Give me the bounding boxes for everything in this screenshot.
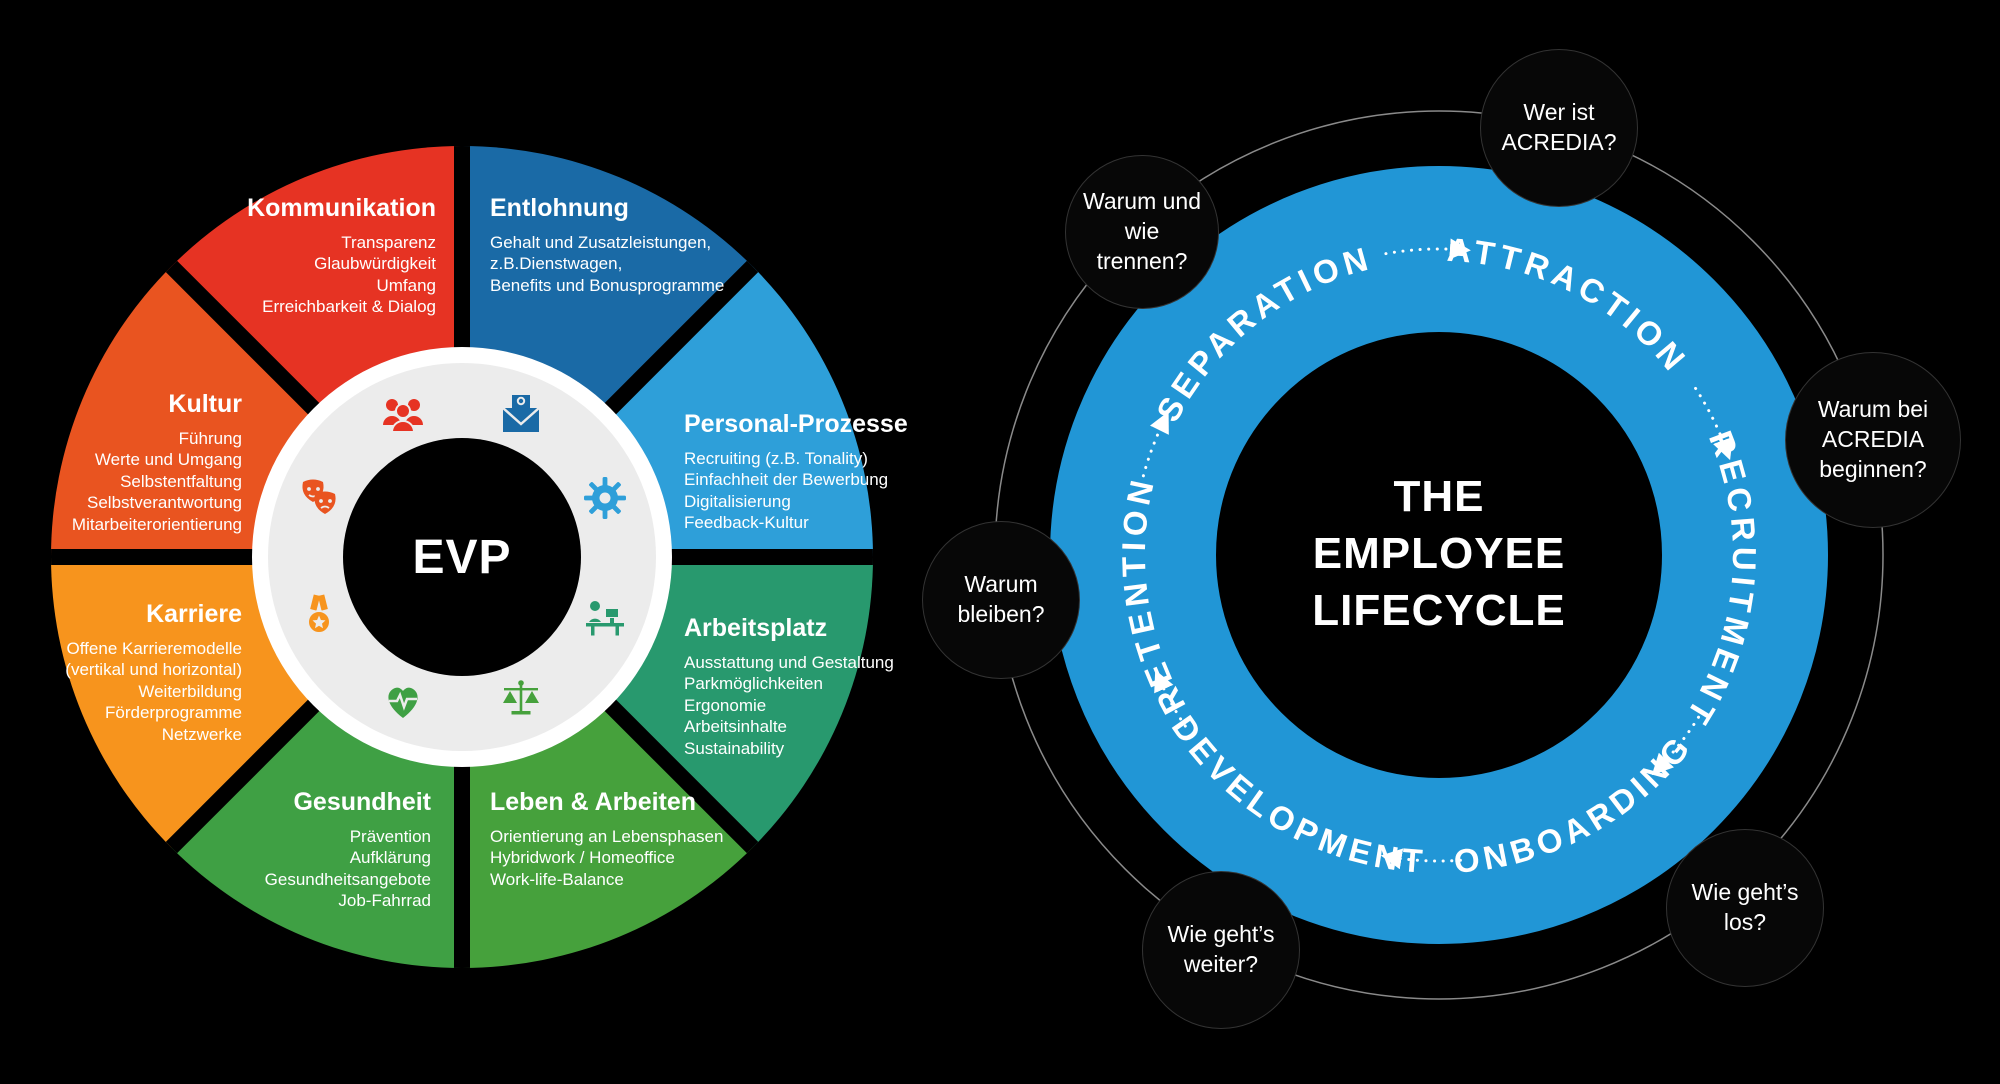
segment-item: Orientierung an Lebensphasen xyxy=(490,827,724,846)
lifecycle-title-line: LIFECYCLE xyxy=(1312,586,1566,636)
segment-item: Recruiting (z.B. Tonality) xyxy=(684,449,868,468)
heart-pulse-icon xyxy=(388,687,418,719)
evp-center: EVP xyxy=(343,438,581,676)
segment-title: Entlohnung xyxy=(490,194,629,222)
gear-icon xyxy=(584,476,627,519)
segment-title: Kommunikation xyxy=(247,194,436,222)
envelope-icon xyxy=(502,392,541,432)
segment-kommunikation: Kommunikation Transparenz Glaubwürdigkei… xyxy=(180,194,436,318)
arrow-onboarding-development xyxy=(1380,848,1462,870)
segment-title: Gesundheit xyxy=(293,788,431,816)
segment-item: Erreichbarkeit & Dialog xyxy=(262,297,436,317)
segment-item: Einfachheit der Bewerbung xyxy=(684,470,889,490)
segment-item: Weiterbildung xyxy=(138,681,242,701)
segment-item: Benefits und Bonusprogramme xyxy=(490,275,725,295)
lifecycle-title-line: EMPLOYEE xyxy=(1312,529,1566,579)
question-bubble-why-stay: Warum bleiben? xyxy=(922,521,1080,679)
question-text: Warum bei ACREDIA beginnen? xyxy=(1817,396,1929,482)
segment-item: Parkmöglichkeiten xyxy=(684,674,823,694)
segment-personal-prozesse: Personal-Prozesse Recruiting (z.B. Tonal… xyxy=(684,410,924,534)
scales-icon xyxy=(503,680,540,715)
segment-item: Digitalisierung xyxy=(684,491,791,511)
lifecycle-title-line: THE xyxy=(1393,472,1485,521)
segment-arbeitsplatz: Arbeitsplatz Ausstattung und Gestaltung … xyxy=(684,614,924,759)
segment-item: Förderprogramme xyxy=(105,703,242,723)
segment-item: Gehalt und Zusatzleistungen, xyxy=(490,233,712,252)
segment-item: Transparenz xyxy=(341,233,436,252)
cycle-arrows xyxy=(1141,238,1733,870)
segment-kultur: Kultur Führung Werte und Umgang Selbsten… xyxy=(40,390,242,535)
segment-item: z.B.Dienstwagen, xyxy=(490,254,623,274)
segment-item: Feedback-Kultur xyxy=(684,513,809,533)
question-bubble-who-is-acredia: Wer ist ACREDIA? xyxy=(1480,49,1638,207)
medal-icon xyxy=(306,594,331,635)
group-icon xyxy=(382,398,423,433)
segment-item: Arbeitsinhalte xyxy=(684,717,788,737)
segment-item: Umfang xyxy=(376,275,436,295)
segment-item: Gesundheitsangebote xyxy=(264,869,431,889)
segment-item: Mitarbeiterorientierung xyxy=(71,514,242,534)
lifecycle-ring xyxy=(1050,166,1828,944)
segment-item: Sustainability xyxy=(684,738,785,758)
segment-item: Ausstattung und Gestaltung xyxy=(684,653,894,672)
segment-item: Job-Fahrrad xyxy=(338,891,431,911)
segment-title: Leben & Arbeiten xyxy=(490,788,697,816)
theater-masks-icon xyxy=(302,479,336,514)
question-text: Wie geht’s los? xyxy=(1691,879,1799,935)
segment-title: Kultur xyxy=(168,390,242,418)
segment-item: Netzwerke xyxy=(161,724,242,744)
segment-item: Prävention xyxy=(349,827,431,846)
evp-wheel: EVP xyxy=(51,146,873,968)
segment-item: Selbstentfaltung xyxy=(120,471,242,491)
segment-item: Offene Karrieremodelle xyxy=(66,639,242,658)
segment-gesundheit: Gesundheit Prävention Aufklärung Gesundh… xyxy=(226,788,431,912)
segment-item: Werte und Umgang xyxy=(94,450,242,470)
segment-title: Personal-Prozesse xyxy=(684,410,908,438)
question-text: Wer ist ACREDIA? xyxy=(1501,99,1617,155)
segment-entlohnung: Entlohnung Gehalt und Zusatzleistungen, … xyxy=(490,194,770,296)
question-text: Wie geht’s weiter? xyxy=(1167,921,1275,977)
segment-item: Work-life-Balance xyxy=(490,869,624,889)
workstation-icon xyxy=(586,601,625,636)
arrow-development-retention xyxy=(1154,669,1187,728)
segment-karriere: Karriere Offene Karrieremodelle (vertika… xyxy=(36,600,242,745)
segment-title: Karriere xyxy=(146,600,242,628)
question-bubble-how-to-start: Wie geht’s los? xyxy=(1666,829,1824,987)
question-text: Warum und wie trennen? xyxy=(1082,188,1202,274)
segment-title: Arbeitsplatz xyxy=(684,614,828,642)
segment-item: Hybridwork / Homeoffice xyxy=(490,848,675,868)
segment-item: Selbstverantwortung xyxy=(87,493,242,513)
question-bubble-why-start: Warum bei ACREDIA beginnen? xyxy=(1785,352,1961,528)
segment-item: Aufklärung xyxy=(349,848,431,868)
question-bubble-what-next: Wie geht’s weiter? xyxy=(1142,871,1300,1029)
segment-item: (vertikal und horizontal) xyxy=(65,660,242,680)
segment-leben-arbeiten: Leben & Arbeiten Orientierung an Lebensp… xyxy=(490,788,770,890)
segment-item: Ergonomie xyxy=(684,695,767,715)
lifecycle-title: THE EMPLOYEE LIFECYCLE xyxy=(1219,468,1659,640)
arrow-attraction-recruitment xyxy=(1694,386,1733,461)
segment-item: Führung xyxy=(178,429,242,448)
evp-label: EVP xyxy=(412,530,512,584)
segment-item: Glaubwürdigkeit xyxy=(314,254,436,274)
question-text: Warum bleiben? xyxy=(957,571,1045,627)
question-bubble-why-separate: Warum und wie trennen? xyxy=(1065,155,1219,309)
